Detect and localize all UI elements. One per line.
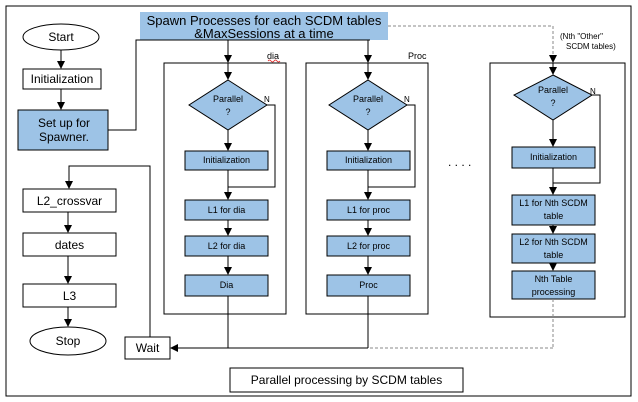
title-line-2: &MaxSessions at a time: [194, 25, 334, 41]
dia-init-box: [184, 150, 269, 171]
start-label: Start: [48, 30, 74, 44]
dia-l2-label: L2 for dia: [207, 240, 246, 251]
dates-box: [22, 232, 117, 257]
proc-no-label: N: [404, 95, 410, 104]
dia-l2-box: [184, 235, 269, 257]
nth-l2-line2: table: [543, 249, 564, 260]
nth-l2-box: [511, 233, 596, 264]
nth-final-line1: Nth Table: [534, 273, 573, 284]
nth-init-label: Initialization: [529, 152, 578, 162]
nth-l1-line2: table: [543, 210, 564, 221]
ellipsis: . . . .: [448, 155, 472, 169]
wait-label: Wait: [135, 341, 160, 355]
nth-header-line2: SCDM tables): [566, 42, 616, 51]
nth-l2-line1: L2 for Nth SCDM: [519, 236, 588, 247]
l3-box: [22, 283, 117, 308]
nth-decision-line1: Parallel: [537, 85, 568, 95]
stop-label: Stop: [55, 334, 81, 348]
dia-final-box: [184, 274, 269, 297]
dia-decision-line1: Parallel: [212, 94, 243, 104]
proc-decision-line2: ?: [365, 107, 371, 117]
proc-header: Proc: [408, 51, 427, 61]
initialization-label: Initialization: [30, 72, 94, 86]
dia-l1-box: [184, 199, 269, 221]
proc-l1-label: L1 for proc: [346, 204, 391, 215]
nth-decision-line2: ?: [550, 98, 556, 108]
l2-crossvar-label: L2_crossvar: [36, 193, 103, 208]
nth-l1-box: [511, 194, 596, 226]
setup-box: [17, 109, 109, 151]
dates-label: dates: [54, 237, 85, 252]
proc-final-label: Proc: [359, 280, 378, 290]
nth-final-line2: processing: [531, 286, 576, 297]
proc-l2-label: L2 for proc: [346, 240, 391, 251]
dia-decision-line2: ?: [225, 107, 231, 117]
nth-header-line1: (Nth "Other": [560, 32, 604, 41]
initialization-box: [22, 68, 102, 90]
dia-header: dia: [267, 51, 280, 61]
caption-box: [229, 367, 464, 393]
nth-no-label: N: [590, 87, 596, 96]
stop-terminal: [29, 326, 107, 356]
proc-decision-line1: Parallel: [352, 94, 383, 104]
nth-l1-line1: L1 for Nth SCDM: [519, 197, 588, 208]
dia-init-label: Initialization: [202, 155, 251, 165]
title-box: [140, 12, 388, 40]
setup-label: Set up for Spawner.: [37, 115, 91, 144]
l3-label: L3: [62, 288, 77, 303]
outer-frame: [5, 5, 632, 397]
dia-no-label: N: [264, 95, 270, 104]
l2-crossvar-box: [22, 188, 117, 213]
caption-label: Parallel processing by SCDM tables: [250, 373, 443, 387]
title-line-1: Spawn Processes for each SCDM tables: [146, 12, 382, 28]
proc-init-label: Initialization: [344, 155, 393, 165]
dia-l1-label: L1 for dia: [207, 204, 246, 215]
dia-final-label: Dia: [219, 280, 234, 290]
nth-final-box: [511, 270, 596, 300]
